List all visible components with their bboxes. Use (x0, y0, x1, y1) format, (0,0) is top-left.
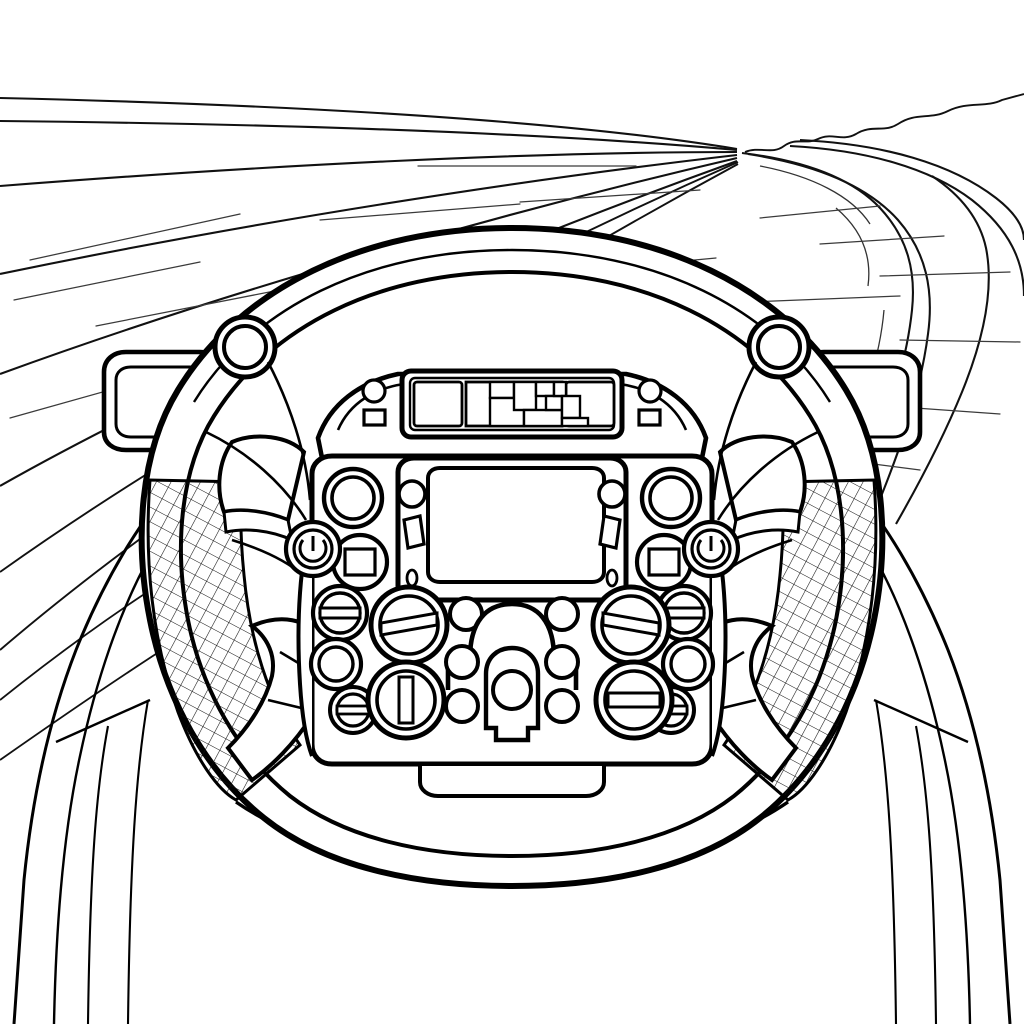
large-rotary-left (368, 584, 450, 666)
led-mosaic (488, 380, 590, 428)
lcd-toggle-right (598, 514, 622, 550)
lcd-toggle-left (402, 514, 426, 550)
horizon-hills (744, 93, 1024, 153)
led-segment-left (412, 380, 464, 428)
lcd-screen (426, 466, 606, 584)
center-button-bottom-right (544, 688, 580, 724)
rotary-knob-top-left (321, 466, 385, 530)
top-indicator-left (361, 378, 387, 427)
center-button-bottom-left (444, 688, 480, 724)
wide-slot-dial-right (593, 659, 675, 741)
slotted-dial-left-1 (313, 586, 367, 640)
right-bodywork (844, 476, 1012, 1024)
lcd-button-right-top (597, 479, 627, 509)
rev-led-strip (399, 368, 625, 440)
square-button-right (634, 532, 694, 592)
left-cluster (283, 466, 450, 741)
lcd-led-left (405, 568, 419, 588)
top-indicator-right (637, 378, 663, 427)
vertical-slot-dial-left (365, 659, 447, 741)
neutral-button (544, 644, 580, 680)
round-button-right-1 (663, 639, 713, 689)
paddle-left-upper (217, 434, 307, 523)
bolt-right (746, 314, 812, 380)
slotted-dial-left-2 (328, 685, 378, 735)
lcd-display (395, 455, 629, 603)
rotary-knob-top-right (639, 466, 703, 530)
center-cluster (444, 596, 580, 743)
bolt-left (212, 314, 278, 380)
round-button-left-1 (311, 639, 361, 689)
grip-right-outline (721, 478, 878, 802)
lcd-button-left-top (397, 479, 427, 509)
large-rotary-right (590, 584, 672, 666)
power-dial-right (681, 519, 741, 579)
center-button-top-right (544, 596, 580, 632)
drs-switch-knob (491, 669, 533, 711)
steering-wheel (138, 224, 886, 890)
lcd-led-right (605, 568, 619, 588)
paddle-right-upper (717, 434, 807, 523)
spoke-lines (205, 361, 819, 577)
power-dial-left (283, 519, 343, 579)
right-cluster (590, 466, 741, 741)
grip-left-outline (146, 478, 303, 802)
pit-limiter-button (444, 644, 480, 680)
